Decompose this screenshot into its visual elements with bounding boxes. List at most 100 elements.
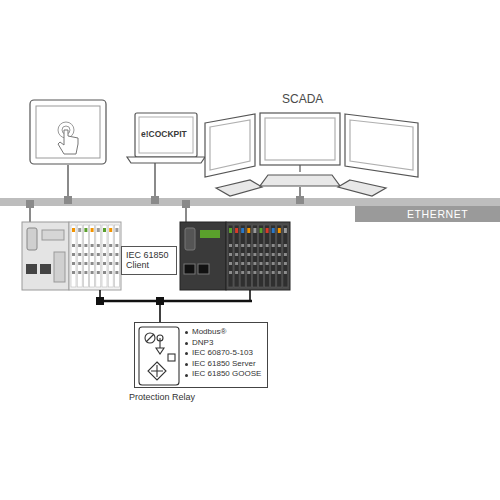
touch-panel bbox=[30, 100, 106, 164]
drawing-part bbox=[83, 225, 88, 287]
drawing-part bbox=[277, 225, 282, 287]
drawing-part bbox=[272, 228, 275, 233]
drawing-part bbox=[103, 244, 106, 247]
drawing-part bbox=[265, 225, 270, 287]
drawing-part bbox=[241, 244, 244, 247]
device-box: Modbus®DNP3IEC 60870-5-103IEC 61850 Serv… bbox=[134, 322, 268, 388]
drawing-part bbox=[253, 271, 256, 274]
drawing-part bbox=[139, 117, 193, 153]
bus-junctions bbox=[96, 297, 164, 305]
drawing-part bbox=[36, 106, 100, 158]
drawing-part bbox=[272, 244, 275, 247]
relay-icon bbox=[139, 327, 179, 385]
drawing-part bbox=[229, 271, 232, 274]
drawing-part bbox=[247, 244, 250, 247]
scada-monitors bbox=[205, 113, 418, 196]
drawing-part bbox=[146, 334, 154, 342]
drawing-part bbox=[109, 262, 112, 265]
drawing-part bbox=[72, 244, 75, 247]
drawing-part bbox=[145, 333, 155, 343]
drawing-part bbox=[109, 253, 112, 256]
drawing-part bbox=[241, 262, 244, 265]
drawing-part bbox=[296, 196, 304, 204]
drawing-part bbox=[115, 244, 118, 247]
drawing-part bbox=[108, 225, 113, 287]
drawing-part bbox=[184, 264, 195, 274]
drawing-part bbox=[229, 253, 232, 256]
drawing-part bbox=[97, 244, 100, 247]
drawing-part bbox=[235, 271, 238, 274]
controller-dark bbox=[180, 222, 290, 290]
drawing-part bbox=[90, 225, 95, 287]
field-bus bbox=[98, 290, 252, 322]
drawing-part bbox=[78, 262, 81, 265]
drawing-part bbox=[249, 290, 251, 301]
client-label: IEC 61850 Client bbox=[126, 250, 172, 271]
drawing-part bbox=[27, 228, 37, 250]
drawing-part bbox=[84, 228, 87, 232]
drawing-part bbox=[96, 297, 104, 305]
network-label: ETHERNET bbox=[407, 208, 468, 220]
drawing-part bbox=[84, 244, 87, 247]
drawing-part bbox=[278, 228, 281, 233]
drawing-part bbox=[253, 253, 256, 256]
drawing-part bbox=[299, 165, 300, 172]
drawing-part bbox=[22, 222, 69, 290]
drawing-part bbox=[284, 244, 287, 247]
drawing-part bbox=[260, 253, 263, 256]
drawing-part bbox=[72, 271, 75, 274]
drawing-part bbox=[127, 157, 205, 163]
drawing-part bbox=[58, 130, 78, 154]
drawing-part bbox=[168, 354, 175, 361]
drawing-part bbox=[72, 228, 75, 232]
drawing-part bbox=[103, 228, 106, 232]
drawing-part bbox=[241, 228, 244, 233]
drawing-part bbox=[240, 225, 245, 287]
drawing-part bbox=[278, 271, 281, 274]
drawing-part bbox=[115, 271, 118, 274]
drawing-part bbox=[26, 200, 34, 208]
drawing-part bbox=[260, 271, 263, 274]
drawing-part bbox=[278, 244, 281, 247]
drawing-part bbox=[84, 262, 87, 265]
drawing-part bbox=[272, 262, 275, 265]
drawing-part bbox=[338, 180, 386, 196]
junction-squares bbox=[26, 196, 304, 208]
drawing-part bbox=[266, 228, 269, 233]
protocol-item: DNP3 bbox=[185, 338, 261, 349]
drawing-part bbox=[234, 225, 239, 287]
drawing-part bbox=[139, 327, 179, 385]
drawing-part bbox=[115, 262, 118, 265]
drawing-part bbox=[96, 225, 101, 287]
drawing-part bbox=[246, 225, 251, 287]
drawing-part bbox=[284, 262, 287, 265]
group-title: SCADA bbox=[282, 92, 323, 106]
drawing-part bbox=[26, 264, 37, 274]
drawing-part bbox=[109, 244, 112, 247]
drawing-part bbox=[97, 262, 100, 265]
drawing-part bbox=[72, 253, 75, 256]
drawing-part bbox=[156, 348, 164, 354]
drawing-part bbox=[84, 253, 87, 256]
drawing-part bbox=[260, 262, 263, 265]
drawing-part bbox=[54, 252, 65, 282]
drawing-part bbox=[154, 163, 156, 199]
drawing-part bbox=[205, 114, 255, 177]
drawing-part bbox=[114, 225, 119, 287]
drawing-part bbox=[284, 253, 287, 256]
drawing-part bbox=[241, 271, 244, 274]
drawing-part bbox=[253, 244, 256, 247]
drawing-part bbox=[91, 244, 94, 247]
drawing-part bbox=[156, 297, 164, 305]
drawing-part bbox=[109, 228, 112, 232]
drawing-part bbox=[30, 100, 106, 164]
protocol-item: IEC 61850 GOOSE bbox=[185, 369, 261, 380]
drawing-part bbox=[247, 262, 250, 265]
drawing-part bbox=[78, 253, 81, 256]
ethernet-bar bbox=[0, 198, 500, 206]
drawing-part bbox=[97, 228, 100, 232]
drawing-part bbox=[247, 271, 250, 274]
drawing-part bbox=[64, 196, 72, 204]
